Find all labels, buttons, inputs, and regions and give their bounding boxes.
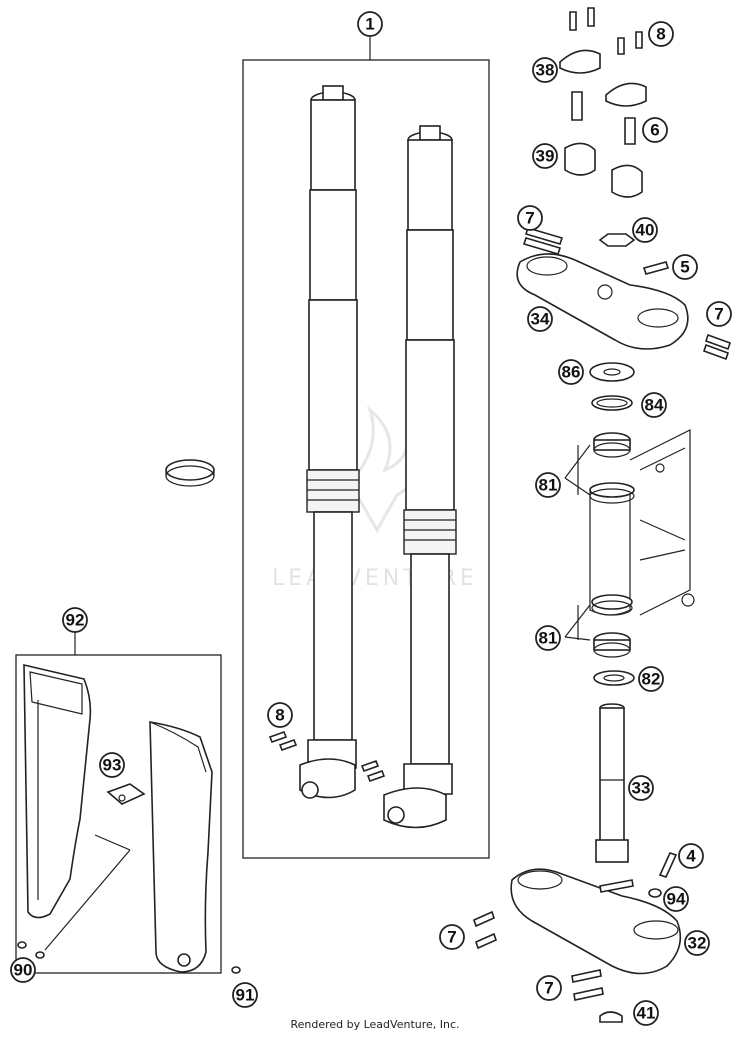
frame-head-tube <box>589 429 695 616</box>
callout-label: 40 <box>636 221 655 240</box>
callout-label: 32 <box>688 934 707 953</box>
handlebar-clamp-upper[interactable] <box>559 49 647 107</box>
upper-bearing[interactable] <box>593 432 631 458</box>
callout-label: 81 <box>539 629 558 648</box>
lower-clamp-bolts-b[interactable] <box>571 969 604 1001</box>
triple-clamp-side-bolt[interactable] <box>642 261 670 275</box>
callout-34: 34 <box>527 306 553 332</box>
callout-label: 7 <box>714 305 723 324</box>
callout-86: 86 <box>558 359 584 385</box>
callout-33: 33 <box>628 775 654 801</box>
lower-triple-clamp[interactable] <box>510 868 682 975</box>
fork-guard-frame <box>15 654 222 974</box>
axle-clamp-bolts-left[interactable] <box>268 730 298 752</box>
callout-label: 84 <box>645 396 664 415</box>
callout-label: 7 <box>544 979 553 998</box>
callout-81-upper: 81 <box>535 472 561 498</box>
callout-label: 94 <box>667 890 686 909</box>
callout-label: 90 <box>14 961 33 980</box>
callout-7-top: 7 <box>517 205 543 231</box>
callout-label: 86 <box>562 363 581 382</box>
o-ring-seal[interactable] <box>591 395 633 411</box>
callout-32: 32 <box>684 930 710 956</box>
lower-clamp-bolts-a[interactable] <box>473 879 634 950</box>
axle-clamp-bolts-right[interactable] <box>360 759 386 783</box>
handlebar-clamp-bolts-top[interactable] <box>569 7 643 55</box>
callout-label: 82 <box>642 670 661 689</box>
callout-1: 1 <box>357 11 383 37</box>
callout-40: 40 <box>632 217 658 243</box>
render-credit: Rendered by LeadVenture, Inc. <box>290 1018 460 1031</box>
callout-6: 6 <box>642 117 668 143</box>
callout-label: 7 <box>525 209 534 228</box>
steering-stem-nut[interactable] <box>598 233 636 247</box>
callout-7-lower-left: 7 <box>439 924 465 950</box>
right-fork-leg[interactable] <box>383 125 457 829</box>
guard-clip[interactable] <box>106 783 146 805</box>
callout-label: 1 <box>365 15 374 34</box>
callout-label: 92 <box>66 611 85 630</box>
right-fork-guard[interactable] <box>149 721 213 973</box>
callout-label: 81 <box>539 476 558 495</box>
left-fork-guard[interactable] <box>23 663 92 919</box>
callout-label: 91 <box>236 986 255 1005</box>
lower-bearing[interactable] <box>593 632 631 658</box>
bearing-cup-lower[interactable] <box>591 594 633 616</box>
callout-82: 82 <box>638 666 664 692</box>
guard-screw-small[interactable] <box>17 941 241 974</box>
callout-label: 4 <box>686 847 696 866</box>
callout-39: 39 <box>532 143 558 169</box>
callout-92: 92 <box>62 607 88 633</box>
callout-label: 39 <box>536 147 555 166</box>
callout-label: 8 <box>275 706 284 725</box>
callout-leaders <box>564 444 591 641</box>
top-clamp-bolts[interactable] <box>522 227 564 255</box>
handlebar-clamp-bolts-long[interactable] <box>571 91 636 145</box>
steering-stem[interactable] <box>595 703 629 863</box>
callout-41: 41 <box>633 1000 659 1026</box>
callout-label: 33 <box>632 779 651 798</box>
stem-nut-bottom[interactable] <box>599 1011 623 1023</box>
upper-triple-clamp[interactable] <box>516 253 689 350</box>
callout-8-left: 8 <box>267 702 293 728</box>
left-fork-leg[interactable] <box>299 85 360 799</box>
fork-ring-clamp[interactable] <box>165 459 215 487</box>
callout-4: 4 <box>678 843 704 869</box>
dust-cover-washer[interactable] <box>589 362 635 382</box>
callout-81-lower: 81 <box>535 625 561 651</box>
callout-84: 84 <box>641 392 667 418</box>
callout-38: 38 <box>532 57 558 83</box>
fork-assembly-group <box>242 36 490 859</box>
lower-clamp-nut[interactable] <box>648 888 662 898</box>
callout-label: 38 <box>536 61 555 80</box>
triple-clamp-pinch-bolts[interactable] <box>702 333 732 361</box>
lower-clamp-bolt-top[interactable] <box>658 852 678 878</box>
handlebar-clamp-lower[interactable] <box>564 142 643 198</box>
callout-93: 93 <box>99 752 125 778</box>
fork-guard-group <box>15 630 222 974</box>
callout-94: 94 <box>663 886 689 912</box>
callout-label: 41 <box>637 1004 656 1023</box>
fork-assembly-frame <box>242 59 490 859</box>
callout-8-top: 8 <box>648 21 674 47</box>
callout-91: 91 <box>232 982 258 1008</box>
callout-90: 90 <box>10 957 36 983</box>
callout-label: 6 <box>650 121 659 140</box>
callout-label: 5 <box>680 258 689 277</box>
callout-label: 34 <box>531 310 550 329</box>
callout-5: 5 <box>672 254 698 280</box>
lower-seal[interactable] <box>593 670 635 686</box>
callout-label: 7 <box>447 928 456 947</box>
bearing-cup-upper[interactable] <box>589 482 635 504</box>
callout-7-lower: 7 <box>536 975 562 1001</box>
callout-label: 93 <box>103 756 122 775</box>
callout-7-right: 7 <box>706 301 732 327</box>
callout-label: 8 <box>656 25 665 44</box>
